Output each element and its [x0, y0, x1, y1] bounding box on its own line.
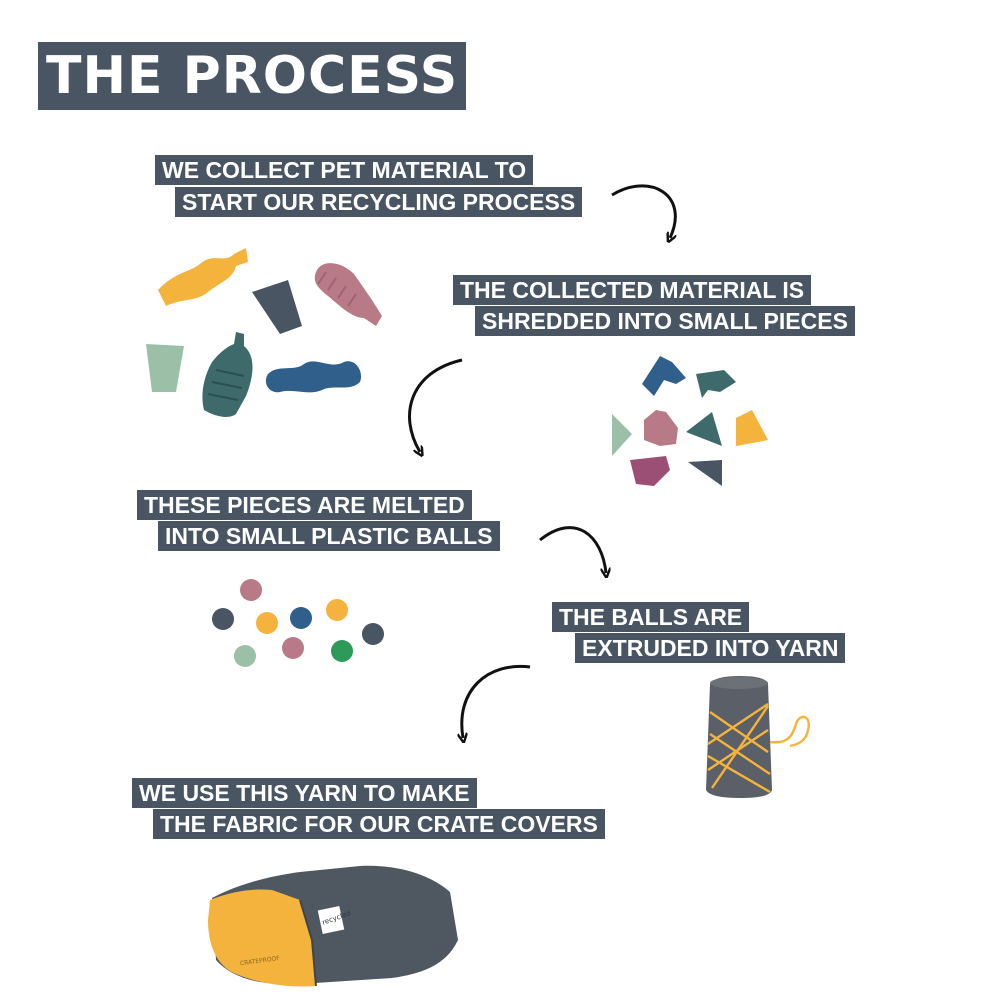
crushed-bottle-yellow-icon: [158, 248, 248, 306]
step5-line1: WE USE THIS YARN TO MAKE: [132, 778, 477, 808]
shred-rose-icon: [644, 410, 678, 446]
shred-slate-icon: [688, 460, 722, 486]
crate-cover-illustration: recycled CRATEPROOF: [208, 865, 458, 987]
step4-line1: THE BALLS ARE: [552, 602, 750, 632]
cup-slate-icon: [252, 280, 302, 334]
step5-line2: THE FABRIC FOR OUR CRATE COVERS: [153, 809, 605, 839]
crushed-bottle-blue-icon: [265, 361, 362, 393]
ball-icon: [362, 623, 384, 645]
bottle-teal-icon: [202, 332, 253, 417]
shred-blue-icon: [642, 356, 686, 396]
pet-items-illustration: [146, 248, 382, 417]
page-title: THE PROCESS: [38, 42, 467, 110]
bottle-rose-ribs: [317, 271, 357, 307]
recycled-tag-icon: [317, 905, 345, 935]
bottle-teal-ribs: [207, 369, 245, 401]
shred-teal-icon: [696, 370, 736, 398]
step3-line2: INTO SMALL PLASTIC BALLS: [158, 521, 500, 551]
ball-icon: [212, 608, 234, 630]
ball-icon: [234, 645, 256, 667]
step2-line2: SHREDDED INTO SMALL PIECES: [475, 306, 855, 336]
ball-icon: [282, 637, 304, 659]
bottle-rose-icon: [314, 263, 382, 326]
shred-yellow-icon: [736, 410, 768, 446]
shred-teal-triangle-icon: [686, 412, 722, 446]
arrow-step2-to-step3: [408, 358, 463, 452]
yarn-spool-icon: [706, 676, 810, 798]
arrow-step1-to-step2: [611, 184, 677, 238]
shred-sage-icon: [612, 414, 632, 456]
ball-icon: [240, 579, 262, 601]
step3-line1: THESE PIECES ARE MELTED: [137, 490, 472, 520]
shred-plum-icon: [630, 456, 670, 486]
step1-line1: WE COLLECT PET MATERIAL TO: [155, 155, 534, 185]
ball-icon: [256, 612, 278, 634]
step2-line1: THE COLLECTED MATERIAL IS: [453, 275, 812, 305]
step4-line2: EXTRUDED INTO YARN: [575, 633, 846, 663]
ball-icon: [326, 599, 348, 621]
arrow-step4-to-step5: [462, 664, 531, 738]
step1-line2: START OUR RECYCLING PROCESS: [175, 187, 583, 217]
plastic-balls-illustration: [212, 579, 384, 667]
yarn-threads: [707, 703, 810, 794]
shredded-pieces-illustration: [612, 356, 768, 486]
crate-cover-yellow-panel: [208, 889, 316, 987]
cup-sage-icon: [146, 344, 184, 392]
arrow-step3-to-step4: [539, 526, 606, 573]
ball-icon: [331, 640, 353, 662]
ball-icon: [290, 607, 312, 629]
